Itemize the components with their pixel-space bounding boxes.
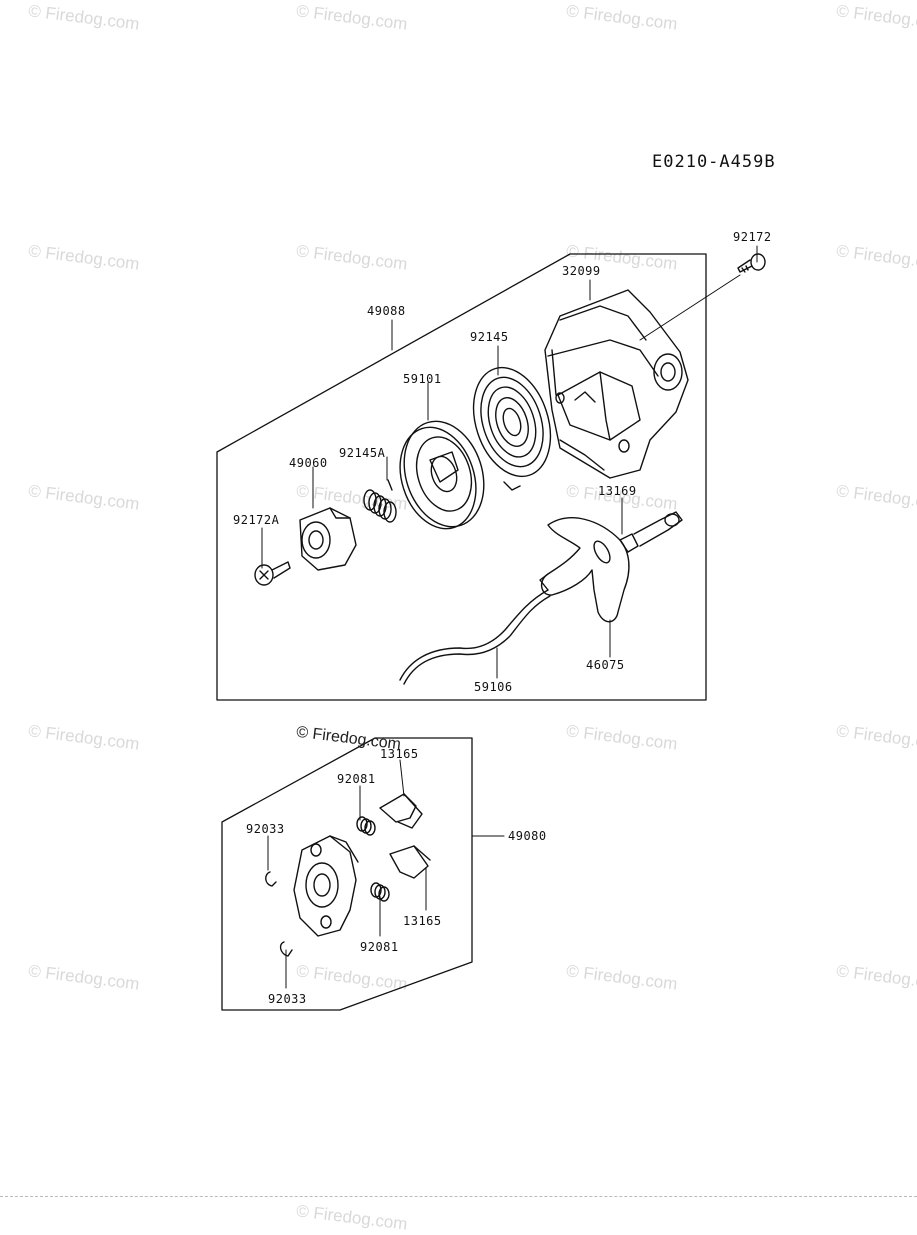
screw-92172A (254, 561, 291, 586)
watermark: © Firedog.com (295, 1201, 409, 1234)
diagram-id: E0210-A459B (652, 152, 776, 172)
leader-lines-upper (261, 245, 758, 679)
label-59101: 59101 (403, 372, 442, 386)
leader-lines-lower (267, 759, 427, 989)
rope-59106 (399, 589, 551, 685)
label-92145: 92145 (470, 330, 509, 344)
knot-13169 (619, 511, 683, 553)
spring-92081-bottom (370, 882, 390, 902)
label-92172A: 92172A (233, 513, 280, 527)
label-92081-top: 92081 (337, 772, 376, 786)
lower-assembly-frame (221, 737, 505, 1011)
label-92081-bottom: 92081 (360, 940, 399, 954)
parts-diagram (216, 245, 766, 1011)
clip-92033-bottom (279, 941, 293, 957)
spiral-spring-92145 (472, 366, 552, 491)
label-92033-bottom: 92033 (268, 992, 307, 1006)
coil-spring-92145A (363, 479, 397, 523)
handle-46075 (539, 517, 630, 623)
pawl-13165-bottom (389, 845, 431, 879)
label-49080: 49080 (508, 829, 547, 843)
label-13165-bottom: 13165 (403, 914, 442, 928)
spring-92081-top (356, 816, 376, 836)
label-49088: 49088 (367, 304, 406, 318)
bolt-92172 (737, 253, 766, 273)
label-92172: 92172 (733, 230, 772, 244)
ratchet-49060 (299, 507, 357, 571)
label-13169: 13169 (598, 484, 637, 498)
clip-92033-top (265, 871, 277, 887)
reel-59101 (399, 420, 485, 530)
label-92145A: 92145A (339, 446, 386, 460)
pawl-13165-top (379, 793, 423, 829)
label-59106: 59106 (474, 680, 513, 694)
upper-assembly-frame (216, 253, 707, 701)
footer-rule (0, 1196, 917, 1197)
ratchet-drum-49080 (293, 835, 359, 937)
label-49060: 49060 (289, 456, 328, 470)
label-13165-top: 13165 (380, 747, 419, 761)
label-92033-top: 92033 (246, 822, 285, 836)
label-46075: 46075 (586, 658, 625, 672)
starter-case-32099 (544, 289, 689, 479)
label-32099: 32099 (562, 264, 601, 278)
